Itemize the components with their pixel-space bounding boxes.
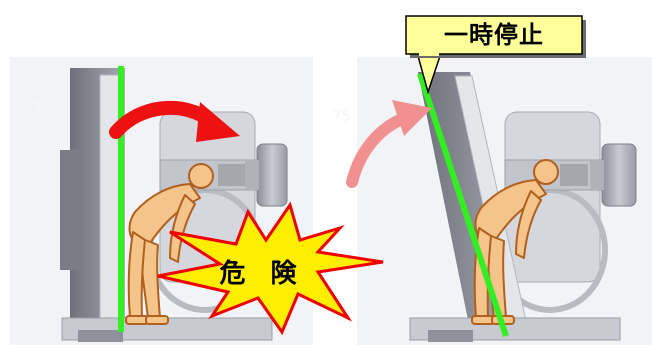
left-bending-person-icon [125,163,214,325]
explosion-burst-icon [157,201,384,336]
curved-arrow-right-icon [109,100,240,142]
stray-label-middle: 75 [332,107,352,125]
right-bending-person-icon [471,159,559,325]
danger-label: 危 険 [219,259,305,289]
pause-callout-label: 一時停止 [444,21,544,49]
stray-label-left: 75 [32,100,52,118]
pause-callout [405,15,586,95]
right-beam-line [417,73,509,337]
curved-arrow-up-icon [346,100,432,188]
